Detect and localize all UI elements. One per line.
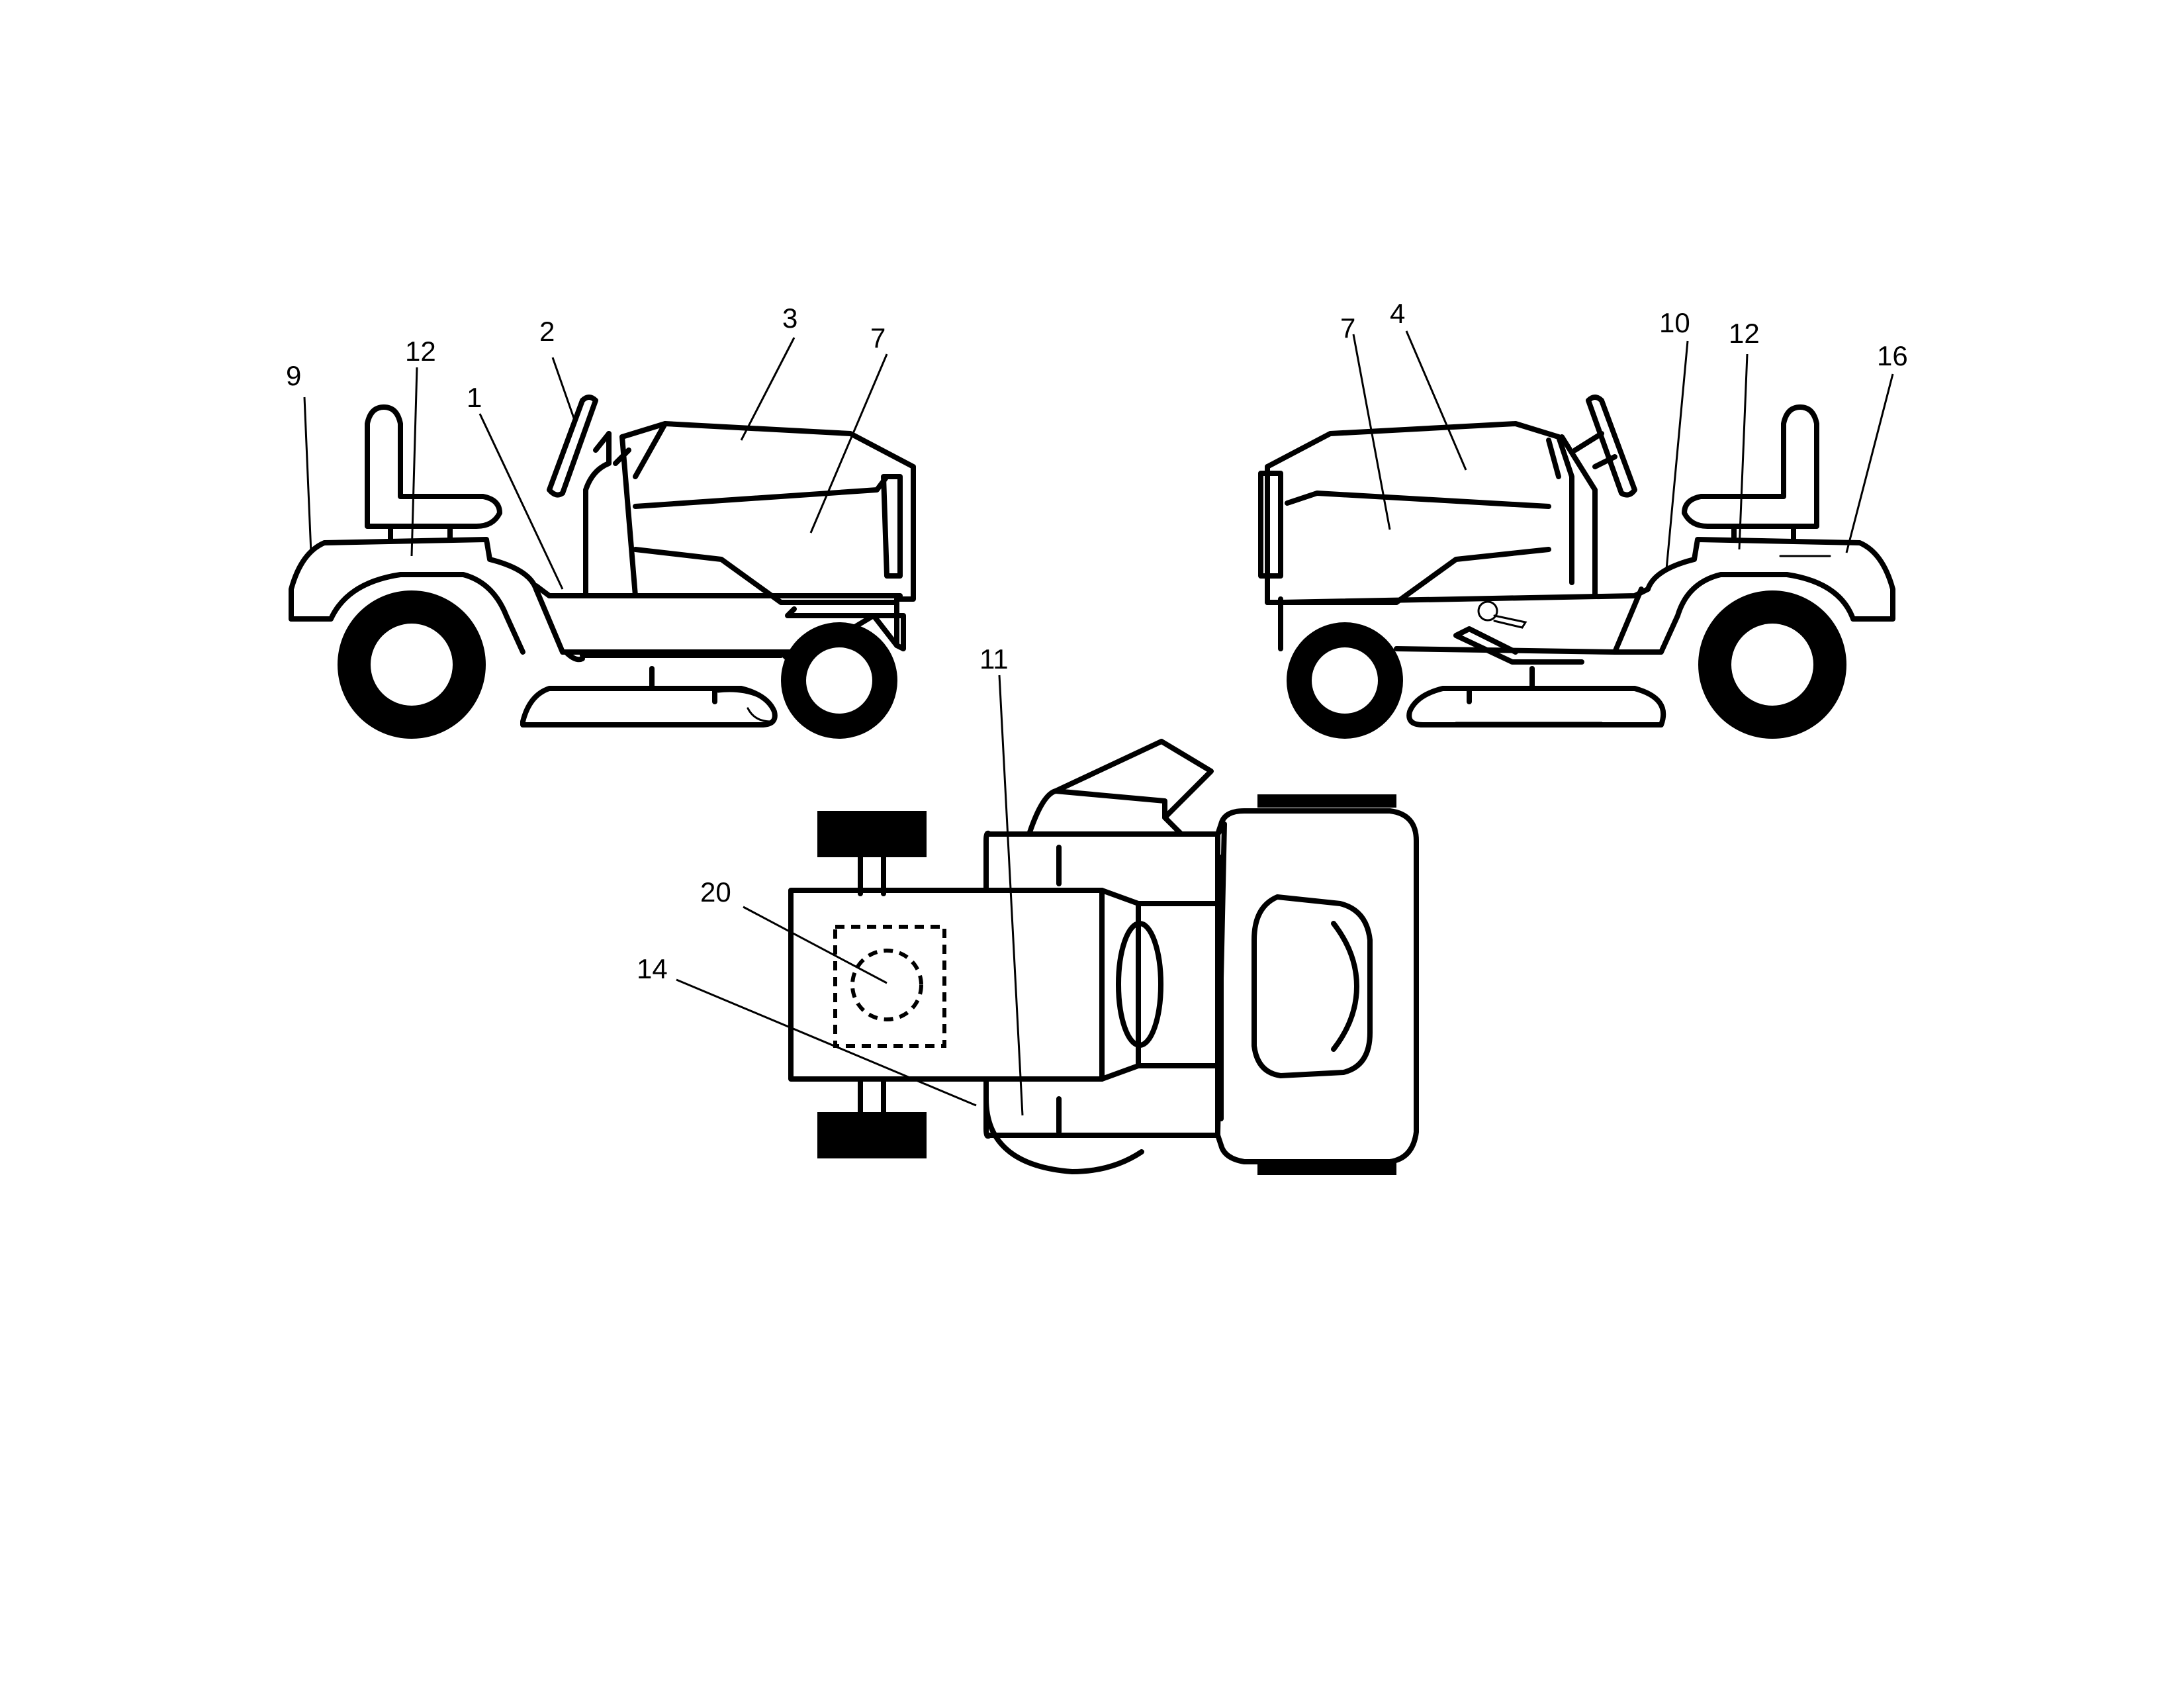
callout-16: 16: [1877, 340, 1908, 371]
callout-14: 14: [637, 953, 668, 984]
callouts-left-view: 9 12 2 1 3 7: [286, 303, 886, 413]
callouts-right-view: 7 4 10 12 16: [1340, 298, 1908, 371]
callout-4: 4: [1390, 298, 1405, 329]
callout-7: 7: [1340, 312, 1355, 344]
callout-20: 20: [700, 876, 731, 908]
callout-1: 1: [467, 382, 482, 413]
callout-3: 3: [782, 303, 797, 334]
callout-12: 12: [405, 336, 436, 367]
callout-10: 10: [1659, 307, 1690, 338]
tractor-left-side-view: [289, 395, 916, 739]
callout-12: 12: [1729, 318, 1760, 349]
leader-lines: [303, 330, 1894, 1116]
tractor-top-view: [788, 739, 1419, 1175]
callout-2: 2: [539, 316, 555, 347]
callout-7: 7: [870, 322, 886, 353]
callouts-top-view: 11 20 14: [637, 643, 1009, 984]
callout-11: 11: [979, 643, 1009, 675]
callout-9: 9: [286, 360, 301, 391]
tractor-right-side-view: [1258, 395, 1895, 739]
